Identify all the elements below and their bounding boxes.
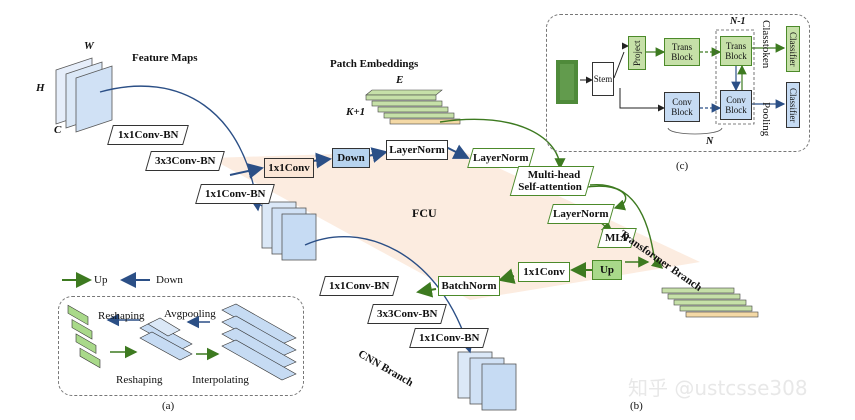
caption-a: (a) <box>162 400 175 412</box>
cnn-conv1-top: 1x1Conv-BN <box>107 125 189 145</box>
fcu-layernorm-down: LayerNorm <box>386 140 448 160</box>
panel-c-classifier-bottom: Classifier <box>786 82 800 128</box>
fcu-conv1-down: 1x1Conv <box>264 158 314 178</box>
watermark: 知乎 @ustcsse308 <box>628 376 808 400</box>
label-w: W <box>84 40 94 52</box>
cnn-conv1-bot-a: 1x1Conv-BN <box>319 276 399 296</box>
panel-a-reshaping-top: Reshaping <box>98 310 145 322</box>
feature-maps-middle <box>261 201 317 261</box>
fcu-up-block: Up <box>592 260 622 280</box>
fcu-conv1-up: 1x1Conv <box>518 262 570 282</box>
panel-c-trans-block-2: Trans Block <box>720 36 752 66</box>
tr-layernorm2: LayerNorm <box>547 204 615 224</box>
panel-c-frame <box>546 14 810 152</box>
label-h: H <box>36 82 45 94</box>
cnn-conv3-bot: 3x3Conv-BN <box>367 304 447 324</box>
panel-a-reshaping-bottom: Reshaping <box>116 374 163 386</box>
panel-c-trans-block: Trans Block <box>664 38 700 66</box>
caption-b: (b) <box>630 400 643 412</box>
panel-c-conv-block-2: Conv Block <box>720 90 752 120</box>
tr-layernorm1: LayerNorm <box>467 148 535 168</box>
label-patch-embeddings: Patch Embeddings <box>330 58 419 70</box>
label-c: C <box>54 124 62 136</box>
tr-mhsa: Multi-head Self-attention <box>509 166 595 196</box>
panel-a-frame <box>58 296 304 396</box>
label-fcu: FCU <box>412 206 437 220</box>
panel-c-stem: Stem <box>592 62 614 96</box>
caption-c: (c) <box>676 160 689 172</box>
legend-up: Up <box>94 274 108 286</box>
panel-c-n: N <box>706 136 714 147</box>
patch-embeddings-top <box>365 89 461 125</box>
mhsa-line1: Multi-head <box>527 169 581 181</box>
label-k1: K+1 <box>346 106 366 118</box>
feature-maps-bottom <box>457 351 517 411</box>
fcu-batchnorm-up: BatchNorm <box>438 276 500 296</box>
cnn-conv3-top: 3x3Conv-BN <box>145 151 225 171</box>
panel-c-classtoken: Classtoken <box>760 20 772 69</box>
panel-c-n-minus-1: N-1 <box>730 16 746 27</box>
panel-c-conv-block: Conv Block <box>664 92 700 122</box>
panel-c-classifier-top: Classifier <box>786 26 800 72</box>
cnn-conv1-bot-b: 1x1Conv-BN <box>409 328 489 348</box>
panel-c-pooling: Pooling <box>760 102 772 137</box>
label-e: E <box>396 74 404 86</box>
panel-a-small-blue-bars <box>139 317 193 361</box>
panel-a-large-blue-grid <box>221 303 297 381</box>
panel-c-project: Project <box>628 36 646 70</box>
fcu-down-block: Down <box>332 148 370 168</box>
panel-a-green-bars <box>67 304 101 369</box>
panel-a-avgpooling: Avgpooling <box>164 308 216 320</box>
legend-down: Down <box>156 274 183 286</box>
cnn-conv1-mid: 1x1Conv-BN <box>195 184 275 204</box>
label-feature-maps: Feature Maps <box>132 52 198 64</box>
panel-a-interpolating: Interpolating <box>192 374 249 386</box>
patch-embeddings-bottom <box>661 287 759 318</box>
mhsa-line2: Self-attention <box>518 181 583 193</box>
feature-maps-top <box>55 57 113 133</box>
